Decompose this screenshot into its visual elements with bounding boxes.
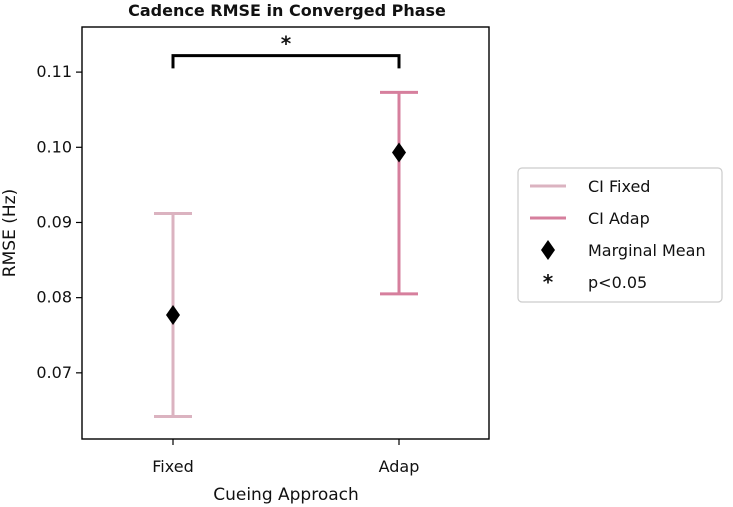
legend-diamond-icon xyxy=(541,240,555,260)
y-axis-label: RMSE (Hz) xyxy=(0,189,20,277)
x-axis-label: Cueing Approach xyxy=(213,485,359,505)
significance-marker: * xyxy=(281,32,292,56)
y-tick-label-1: 0.08 xyxy=(36,288,72,307)
y-tick-label-2: 0.09 xyxy=(36,212,72,231)
plot-frame xyxy=(81,26,490,440)
y-tick-label-4: 0.11 xyxy=(36,62,72,81)
x-tick-label-1: Adap xyxy=(379,457,420,476)
x-ticks-group: Fixed Adap xyxy=(152,439,419,476)
y-tick-label-3: 0.10 xyxy=(36,137,72,156)
legend-label-2: Marginal Mean xyxy=(588,241,706,260)
significance-group: * xyxy=(171,32,401,69)
marginal-mean-marker-fixed xyxy=(166,304,180,325)
legend-label-3: p<0.05 xyxy=(588,273,647,292)
chart-title: Cadence RMSE in Converged Phase xyxy=(128,1,446,20)
means-group xyxy=(166,142,406,325)
x-tick-label-0: Fixed xyxy=(152,457,193,476)
y-tick-label-0: 0.07 xyxy=(36,363,72,382)
legend-label-0: CI Fixed xyxy=(588,177,650,196)
legend-box xyxy=(517,167,723,303)
significance-bracket xyxy=(171,54,401,69)
marginal-mean-marker-adap xyxy=(392,142,406,163)
legend-star-icon: * xyxy=(543,270,554,294)
ci-group xyxy=(154,90,418,418)
y-ticks-group: 0.07 0.08 0.09 0.10 0.11 xyxy=(36,62,82,382)
legend-label-1: CI Adap xyxy=(588,209,650,228)
